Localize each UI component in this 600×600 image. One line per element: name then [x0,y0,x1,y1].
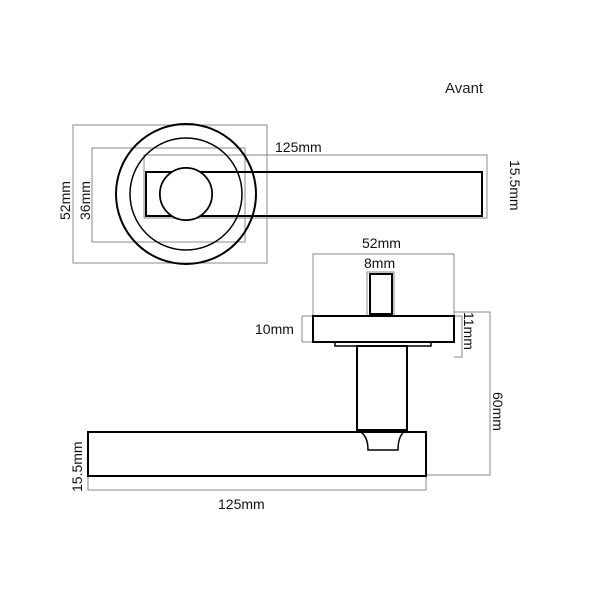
bottom-height-label: 15.5mm [69,441,85,492]
lever-dim-box [143,154,488,219]
lever-side [87,431,427,477]
spindle-label: 8mm [364,255,395,271]
rose-thickness-right-label: 11mm [461,312,477,350]
rose-inner-label: 36mm [77,181,93,220]
front-view: 125mm 15.5mm 52mm 36mm [57,123,523,265]
handle-neck [356,345,408,431]
neck-collar [356,429,408,451]
projection-label: 60mm [490,392,506,431]
rose-inner-dim-box [91,147,246,243]
rose-outer-circle [115,123,257,265]
side-rose-width-label: 52mm [362,235,401,251]
projection-line [426,311,491,476]
rose-middle-circle [129,137,243,251]
rose-outer-label: 52mm [57,181,73,220]
lever-front [145,171,483,217]
top-height-label: 15.5mm [507,160,523,211]
bottom-lever-dim-box [87,431,427,491]
side-view: 52mm 8mm 10mm 11mm 60mm 15.5mm 125mm [69,235,506,512]
bottom-length-label: 125mm [218,496,265,512]
top-length-label: 125mm [275,139,322,155]
spindle [369,273,393,315]
rose-plate [312,315,455,343]
rose-thickness-left-label: 10mm [255,321,294,337]
spindle-dim-box [366,271,395,317]
product-title: Avant [445,80,484,97]
boss-inner-circle [159,167,213,221]
rose-thickness-right-line [454,315,463,358]
